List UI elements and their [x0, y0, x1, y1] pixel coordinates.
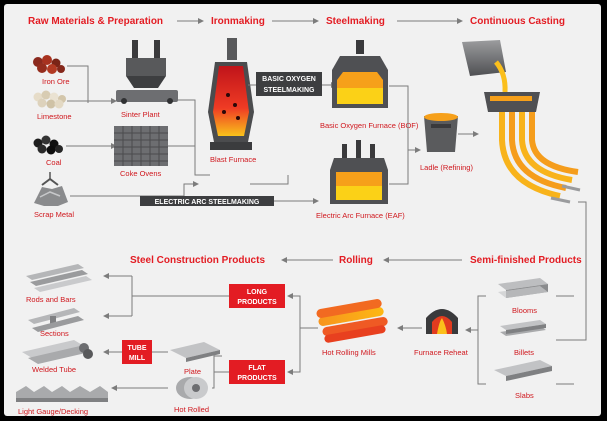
- label-rods-and-bars: Rods and Bars: [26, 295, 76, 304]
- iron-ore-icon: [33, 55, 65, 74]
- title-rolling: Rolling: [339, 255, 373, 266]
- box-basic-oxygen-steelmaking: [256, 72, 322, 96]
- box-electric-arc-steelmaking: [140, 196, 274, 206]
- bof-icon: [332, 40, 388, 108]
- label-limestone: Limestone: [37, 112, 72, 121]
- box-long-products: [229, 284, 285, 308]
- blooms-icon: [498, 278, 548, 298]
- light-gauge-decking-icon: [16, 386, 108, 402]
- hot-rolling-mills-icon: [316, 299, 388, 343]
- title-raw-materials: Raw Materials & Preparation: [28, 16, 163, 27]
- label-coke-ovens: Coke Ovens: [120, 169, 162, 178]
- semi-flow-lines: [465, 295, 574, 385]
- label-ladle: Ladle (Refining): [420, 163, 473, 172]
- arc-flow-lines: [274, 85, 421, 204]
- coke-ovens-icon: [114, 126, 168, 166]
- title-steel-construction: Steel Construction Products: [130, 255, 265, 266]
- label-sinter-plant: Sinter Plant: [121, 110, 161, 119]
- title-steelmaking: Steelmaking: [326, 16, 385, 27]
- sections-icon: [28, 308, 84, 332]
- billets-icon: [500, 320, 546, 336]
- slabs-icon: [494, 360, 552, 381]
- box-arc-label: ELECTRIC ARC STEELMAKING: [155, 199, 260, 206]
- box-flat-line2: PRODUCTS: [237, 375, 277, 382]
- scrap-metal-icon: [34, 172, 68, 206]
- rolling-flow-lines: [287, 293, 318, 375]
- label-furnace-reheat: Furnace Reheat: [414, 348, 469, 357]
- label-light-gauge: Light Gauge/Decking: [18, 407, 88, 416]
- label-iron-ore: Iron Ore: [42, 77, 70, 86]
- plate-icon: [170, 342, 220, 362]
- welded-tube-icon: [22, 340, 93, 364]
- limestone-icon: [33, 90, 66, 109]
- label-hot-rolling: Hot Rolling Mills: [322, 348, 376, 357]
- label-coal: Coal: [46, 158, 62, 167]
- furnace-reheat-icon: [426, 309, 458, 334]
- label-welded-tube: Welded Tube: [32, 365, 76, 374]
- casting-flow-lines: [458, 131, 587, 341]
- title-semi-finished: Semi-finished Products: [470, 255, 582, 266]
- label-plate: Plate: [184, 367, 201, 376]
- label-blooms: Blooms: [512, 306, 537, 315]
- construction-flow-lines: [103, 273, 229, 391]
- label-scrap-metal: Scrap Metal: [34, 210, 74, 219]
- box-tube-line2: MILL: [129, 355, 146, 362]
- raw-flow-lines: [66, 65, 210, 197]
- eaf-icon: [330, 140, 388, 204]
- box-tube-mill: [122, 340, 152, 364]
- box-bos-line2: STEELMAKING: [264, 87, 316, 94]
- label-hot-rolled: Hot Rolled: [174, 405, 209, 414]
- iron-flow-lines: [248, 82, 337, 185]
- rods-and-bars-icon: [26, 264, 92, 292]
- label-bof: Basic Oxygen Furnace (BOF): [320, 121, 419, 130]
- box-long-line2: PRODUCTS: [237, 299, 277, 306]
- label-blast-furnace: Blast Furnace: [210, 155, 256, 164]
- ladle-icon: [424, 113, 458, 152]
- blast-furnace-icon: [208, 38, 254, 150]
- sinter-plant-icon: [116, 40, 178, 104]
- label-eaf: Electric Arc Furnace (EAF): [316, 211, 405, 220]
- box-long-line1: LONG: [247, 289, 268, 296]
- title-arrows: [177, 18, 463, 263]
- title-ironmaking: Ironmaking: [211, 16, 265, 27]
- box-flat-line1: FLAT: [248, 365, 266, 372]
- title-continuous-casting: Continuous Casting: [470, 16, 565, 27]
- label-sections: Sections: [40, 329, 69, 338]
- hot-rolled-coil-icon: [176, 377, 208, 399]
- continuous-casting-icon: [462, 40, 581, 204]
- label-slabs: Slabs: [515, 391, 534, 400]
- box-bos-line1: BASIC OXYGEN: [262, 76, 316, 83]
- label-billets: Billets: [514, 348, 534, 357]
- coal-icon: [33, 135, 63, 155]
- box-tube-line1: TUBE: [127, 345, 146, 352]
- box-flat-products: [229, 360, 285, 384]
